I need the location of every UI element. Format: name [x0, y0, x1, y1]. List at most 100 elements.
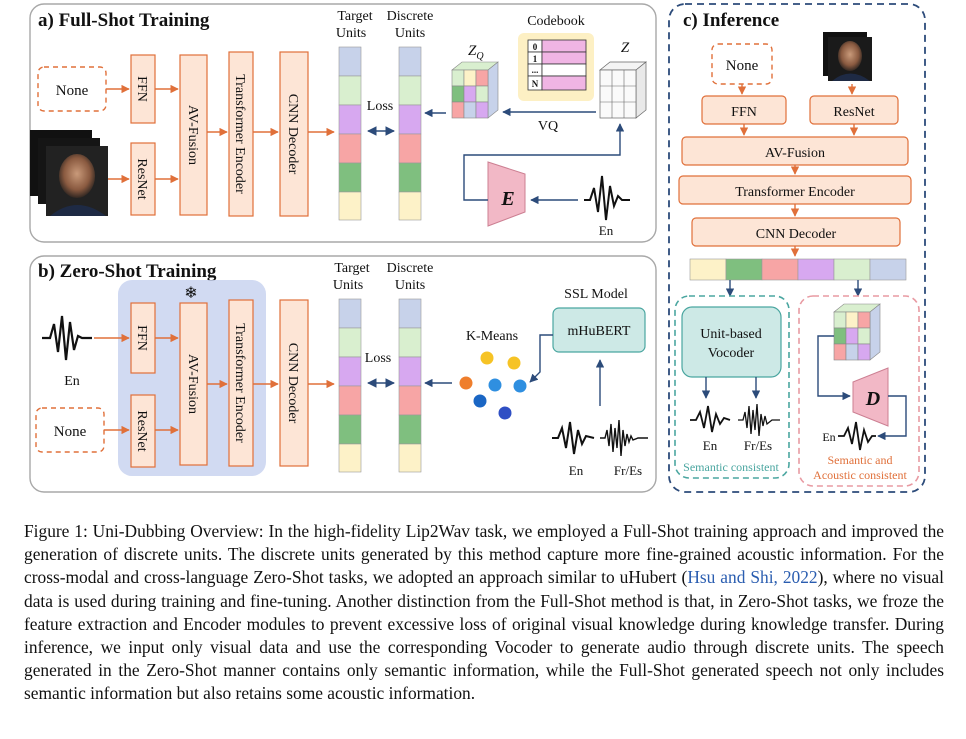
none-label-b: None	[54, 424, 87, 440]
discrete-units-a-2: Units	[395, 26, 425, 41]
decoder-d-label: D	[865, 388, 880, 410]
avfusion-box-a	[179, 54, 208, 216]
codebook-row-1: 1	[533, 54, 538, 64]
waveform-c-en	[690, 405, 731, 433]
waveform-b-fres	[600, 419, 648, 457]
ssl-model-label: SSL Model	[564, 287, 628, 302]
vocoder-box	[681, 306, 782, 378]
en-label-b: En	[64, 374, 80, 389]
en-label-b2: En	[569, 463, 584, 478]
codebook-table: 0 1 ... N	[527, 39, 587, 91]
waveform-a	[584, 175, 630, 221]
cnn-label-c: CNN Decoder	[756, 227, 837, 242]
target-units-a-1: Target	[337, 9, 372, 24]
discrete-units-column-b	[398, 298, 422, 473]
zq-label: ZQ	[468, 43, 484, 62]
codebook-title: Codebook	[527, 14, 585, 29]
target-units-column-a	[338, 46, 362, 221]
encoder-e-label: E	[500, 188, 514, 210]
discrete-units-b-1: Discrete	[387, 261, 434, 276]
target-units-a-2: Units	[336, 26, 366, 41]
vocoder-label-1: Unit-based	[700, 327, 761, 342]
face-stack-c	[823, 32, 872, 81]
resnet-label-b: ResNet	[134, 410, 149, 451]
resnet-box-a	[130, 142, 156, 216]
en-label-c2: En	[822, 430, 835, 444]
discrete-units-b-2: Units	[395, 278, 425, 293]
unit-row-c	[689, 258, 907, 281]
arrow-mhubert-kmeans	[529, 334, 553, 383]
target-units-b-2: Units	[333, 278, 363, 293]
encoder-e-shape	[487, 161, 526, 227]
arrow-cube-decoder	[817, 335, 851, 401]
mhubert-box	[552, 307, 646, 353]
snowflake-icon: ❄	[184, 285, 197, 302]
fres-label-b: Fr/Es	[614, 463, 642, 478]
ffn-label-a: FFN	[134, 76, 149, 102]
fres-label-c: Fr/Es	[744, 438, 772, 453]
semantic-consistent-label: Semantic consistent	[683, 460, 779, 474]
loss-label-a: Loss	[367, 99, 393, 114]
vocoder-label-2: Vocoder	[708, 346, 755, 361]
cnn-label-b: CNN Decoder	[285, 343, 300, 424]
target-units-column-b	[338, 298, 362, 473]
decoder-d-shape	[852, 367, 889, 427]
codebook-row-2: ...	[532, 65, 539, 75]
z-label: Z	[621, 40, 630, 56]
panel-a-title: a) Full-Shot Training	[38, 10, 210, 31]
codebook-row-3: N	[532, 79, 539, 89]
uni-dubbing-figure: a) Full-Shot Training None FFN ResNet AV…	[29, 3, 926, 493]
codebook-row-0: 0	[533, 42, 538, 52]
arrow-e-z	[463, 123, 625, 201]
transformer-label-b: Transformer Encoder	[232, 323, 247, 443]
caption-citation-link[interactable]: Hsu and Shi, 2022	[687, 567, 818, 588]
waveform-b-input	[42, 315, 92, 361]
sem-ac-label-1: Semantic and	[828, 453, 893, 467]
avfusion-label-b: AV-Fusion	[185, 354, 200, 414]
loss-label-b: Loss	[365, 351, 391, 366]
z-cube	[599, 61, 647, 119]
transformer-label-c: Transformer Encoder	[735, 185, 855, 200]
kmeans-clusters	[459, 351, 527, 420]
acoustic-frame	[798, 295, 920, 487]
waveform-c-acoustic	[838, 421, 876, 451]
target-units-b-1: Target	[334, 261, 369, 276]
semantic-frame	[674, 295, 790, 479]
cnn-label-a: CNN Decoder	[285, 94, 300, 175]
zq-cube	[451, 61, 499, 119]
mhubert-label: mHuBERT	[568, 324, 631, 339]
discrete-units-a-1: Discrete	[387, 9, 434, 24]
sem-ac-label-2: Acoustic consistent	[813, 468, 907, 482]
waveform-c-fres	[738, 403, 780, 437]
resnet-label-a: ResNet	[134, 158, 149, 199]
resnet-box-b	[130, 394, 156, 468]
transformer-box-a	[228, 51, 254, 217]
avfusion-label-c: AV-Fusion	[765, 146, 825, 161]
discrete-units-column-a	[398, 46, 422, 221]
panel-b-title: b) Zero-Shot Training	[38, 261, 217, 282]
waveform-b-en	[552, 421, 595, 455]
face-stack-a	[30, 130, 108, 216]
caption-part-2: ), where no visual data is used during t…	[24, 567, 944, 704]
cnn-box-a	[279, 51, 309, 217]
panel-c-title: c) Inference	[683, 10, 779, 31]
cnn-box-b	[279, 299, 309, 467]
cnn-box-c	[691, 217, 901, 247]
ffn-label-c: FFN	[731, 105, 757, 120]
transformer-box-b	[228, 299, 254, 467]
none-label-c: None	[726, 58, 759, 74]
kmeans-label: K-Means	[466, 329, 518, 344]
en-label-a: En	[599, 223, 614, 238]
resnet-label-c: ResNet	[833, 105, 874, 120]
avfusion-label-a: AV-Fusion	[185, 105, 200, 165]
ffn-box-a	[130, 54, 156, 124]
arrow-decoder-en	[877, 395, 907, 441]
en-label-c: En	[703, 438, 718, 453]
figure-caption: Figure 1: Uni-Dubbing Overview: In the h…	[24, 520, 944, 706]
transformer-label-a: Transformer Encoder	[232, 74, 247, 194]
vq-label: VQ	[538, 119, 558, 134]
caption-part-1: Figure 1: Uni-Dubbing Overview: In the h…	[24, 521, 944, 588]
ffn-label-b: FFN	[134, 325, 149, 351]
ffn-box-b	[130, 302, 156, 374]
panel-c-frame	[668, 3, 926, 493]
